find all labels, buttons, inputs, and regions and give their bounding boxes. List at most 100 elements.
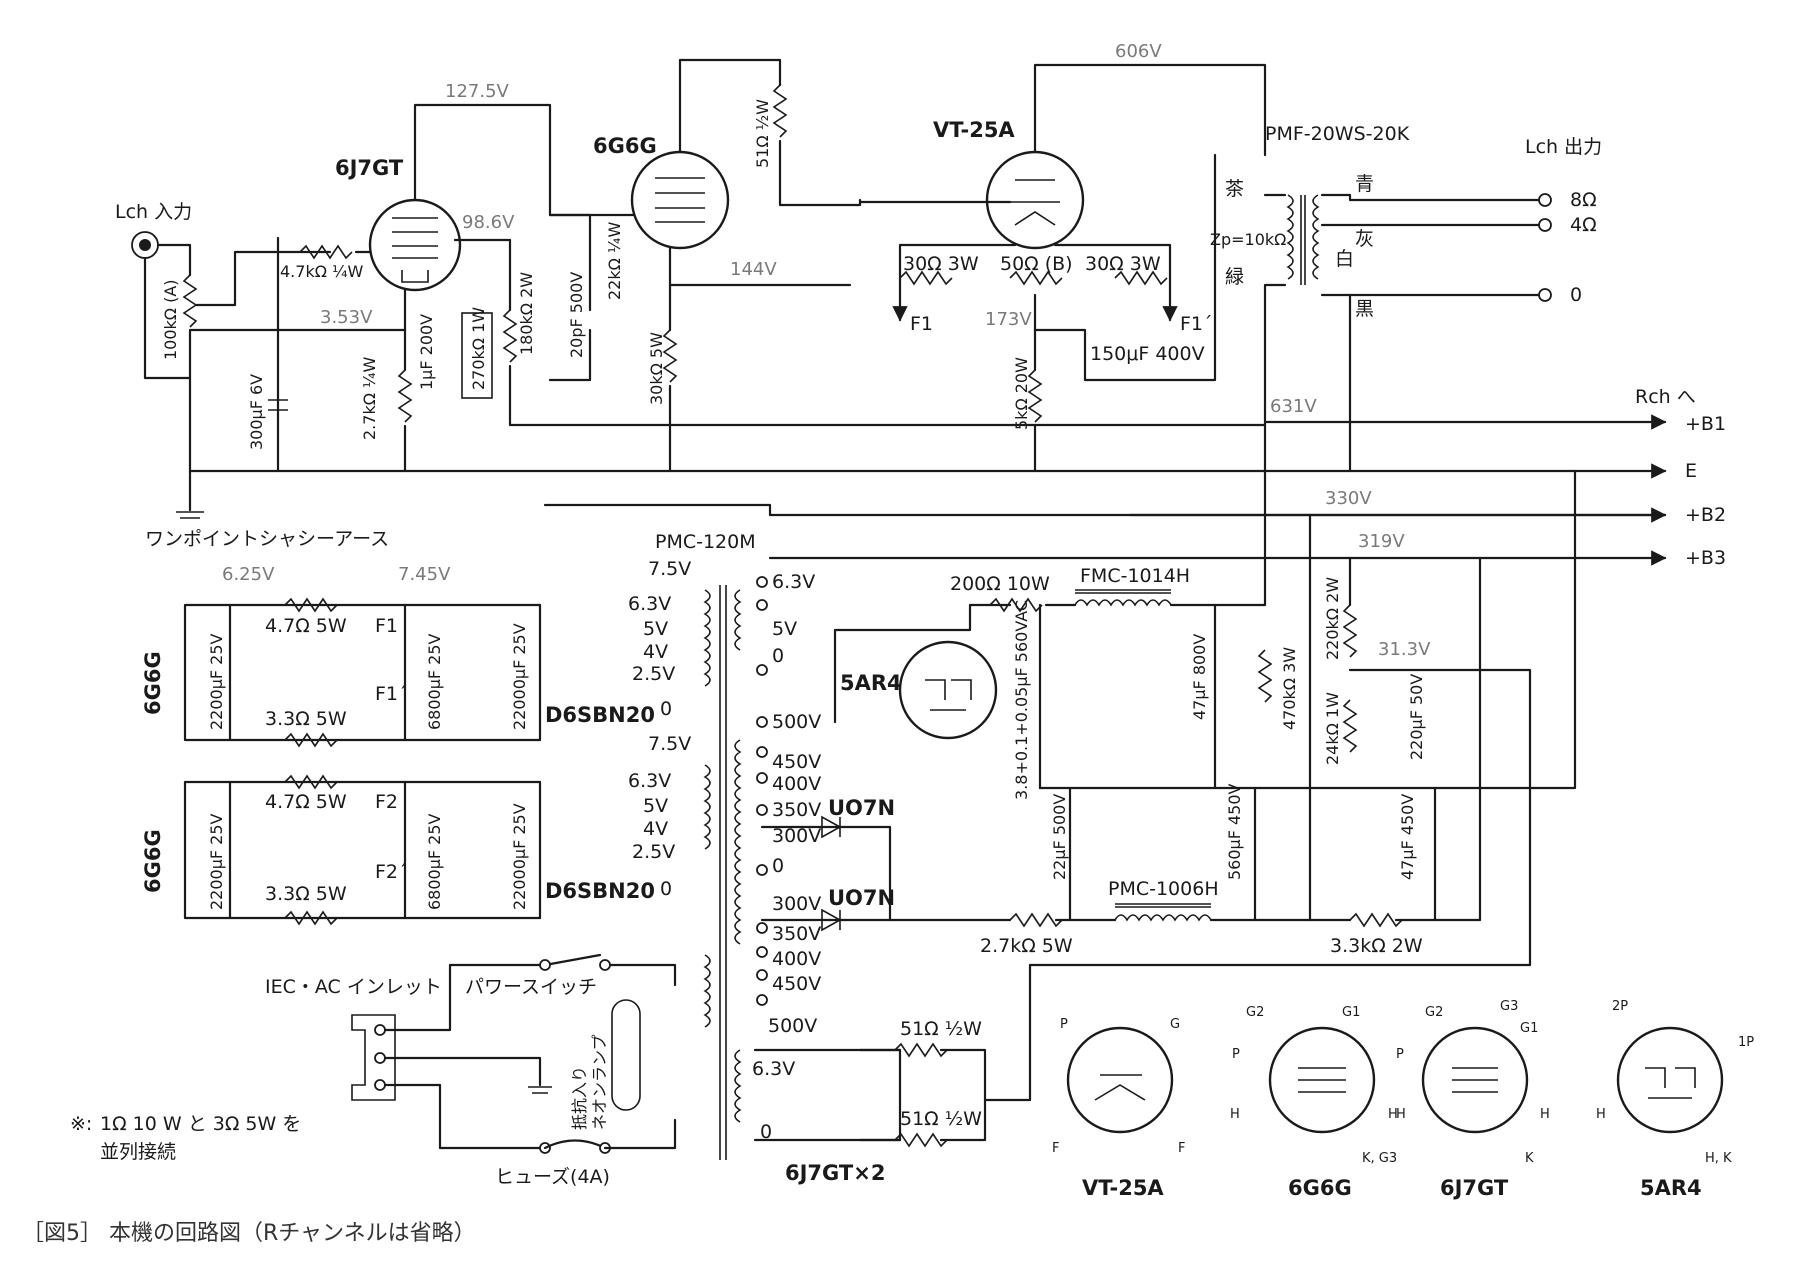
6j7gt-pin-k: K [1525,1151,1534,1166]
power-transformer [703,585,742,1160]
out-4-label: 4Ω [1570,214,1597,236]
r30a-label: 30Ω 3W [903,253,979,275]
out-8-terminal[interactable] [1538,193,1552,207]
r51b-label: 51Ω ½W [900,1108,982,1130]
volt-173: 173V [985,309,1032,330]
f1-label: F1 [910,313,933,335]
neon-label: 抵抗入り [570,1066,589,1130]
pt-h2: 400V [772,773,821,795]
rail-b1-label: +B1 [1685,413,1726,435]
output-label: Lch 出力 [1525,136,1602,158]
r-470k [1258,649,1272,703]
6g6g-pin-g2: G2 [1246,1005,1264,1020]
rch-label: Rch へ [1635,386,1696,408]
volt-625: 6.25V [222,564,275,585]
r-3k3 [1349,913,1403,927]
r180k-label: 180kΩ 2W [517,272,536,355]
color-black: 黒 [1355,298,1374,320]
r24k-label: 24kΩ 1W [1323,692,1342,765]
h1-c2-label: 6800μF 25V [425,633,444,730]
r-2k7 [398,369,412,423]
neon-lamp [611,999,641,1111]
r27k5-label: 2.7kΩ 5W [980,935,1073,957]
input-jack [131,231,159,259]
5ar4-pin-1p: 1P [1738,1035,1754,1050]
r-4k7-label: 4.7kΩ ¼W [280,262,364,281]
c47u-label: 47μF 800V [1190,634,1209,720]
pt-name: PMC-120M [655,531,756,553]
choke-fmc1014h [1074,589,1172,607]
6j7gt-pin-g3: G3 [1500,999,1518,1014]
power-rails [188,414,1667,566]
h1-c1-label: 2200μF 25V [207,633,226,730]
pt-u3: 4V [643,641,668,663]
r30k-label: 30kΩ 5W [647,332,666,405]
pt-h1: 450V [772,751,821,773]
pt-h8: 400V [772,948,821,970]
ground-label: ワンポイントシャシーアース [145,528,389,550]
vt25a-pin-f1: F [1052,1141,1059,1156]
zp-label: Zp=10kΩ [1210,230,1286,249]
out-8-label: 8Ω [1570,189,1597,211]
out-0-terminal[interactable] [1538,288,1552,302]
choke2-label: PMC-1006H [1108,878,1219,900]
pt-s2: 0 [772,645,784,667]
cap-300u [268,399,288,411]
r-51a [894,1043,948,1057]
h2-r1-label: 4.7Ω 5W [265,791,347,813]
diode2-label: UO7N [828,886,895,910]
volt-98: 98.6V [462,212,515,233]
6g6g-pin-h1: H [1230,1107,1240,1122]
h1-r2-label: 3.3Ω 5W [265,708,347,730]
figure-caption: ［図5］ 本機の回路図（Rチャンネルは省略） [22,1221,476,1246]
6g6g-pin-h2: H [1388,1107,1398,1122]
6j7gt-pin-h2: H [1540,1107,1550,1122]
out-4-terminal[interactable] [1538,218,1552,232]
pt-h9: 450V [772,973,821,995]
neon-label-2: ネオンランプ [590,1034,609,1130]
input-label: Lch 入力 [115,201,192,223]
6g6g-pin-p: P [1232,1047,1240,1062]
vt25a-pin-p: P [1060,1017,1068,1032]
note-line2: 並列接続 [100,1141,176,1163]
rail-e-label: E [1685,460,1697,482]
volt-144: 144V [730,259,777,280]
c220-label: 220μF 50V [1407,674,1426,760]
input-potentiometer [183,274,197,328]
note-line1: 1Ω 10 W と 3Ω 5W を [100,1113,301,1135]
r-270k-box [461,312,493,399]
switch-contact-a[interactable] [539,959,551,971]
pt-s1: 5V [772,618,797,640]
r-51b [894,1133,948,1147]
r270k-label: 270kΩ 1W [469,307,488,390]
pt-secondary-taps [756,576,768,1006]
heater-supply-2 [183,780,542,920]
inlet-label: IEC・AC インレット [265,976,442,998]
c20p-label: 20pF 500V [567,272,586,358]
color-brown: 茶 [1225,178,1244,200]
r220k-label: 220kΩ 2W [1323,577,1342,660]
volt-631: 631V [1270,396,1317,417]
pinout-6j7gt [1421,1026,1529,1134]
pt-u4: 2.5V [632,663,675,685]
r33k-label: 3.3kΩ 2W [1330,935,1423,957]
fuse-label: ヒューズ(4A) [495,1166,610,1188]
pt-b0: 6.3V [752,1058,795,1080]
pt-u5: 0 [660,698,672,720]
pt-v3: 4V [643,818,668,840]
tube-6j7gt [368,198,462,292]
pt-h5: 0 [772,855,784,877]
h2-c1-label: 2200μF 25V [207,813,226,910]
color-blue: 青 [1355,173,1374,195]
r51-label: 51Ω ½W [753,99,772,168]
r-51 [773,84,787,138]
r51a-label: 51Ω ½W [900,1018,982,1040]
pt-v1: 6.3V [628,770,671,792]
h2-c2-label: 6800μF 25V [425,813,444,910]
c560-label: 560μF 450V [1225,783,1244,880]
volt-127: 127.5V [445,81,510,102]
heater-supply-1 [183,603,542,742]
h2-f2p: F2´ [375,861,408,883]
switch-contact-b[interactable] [599,959,611,971]
